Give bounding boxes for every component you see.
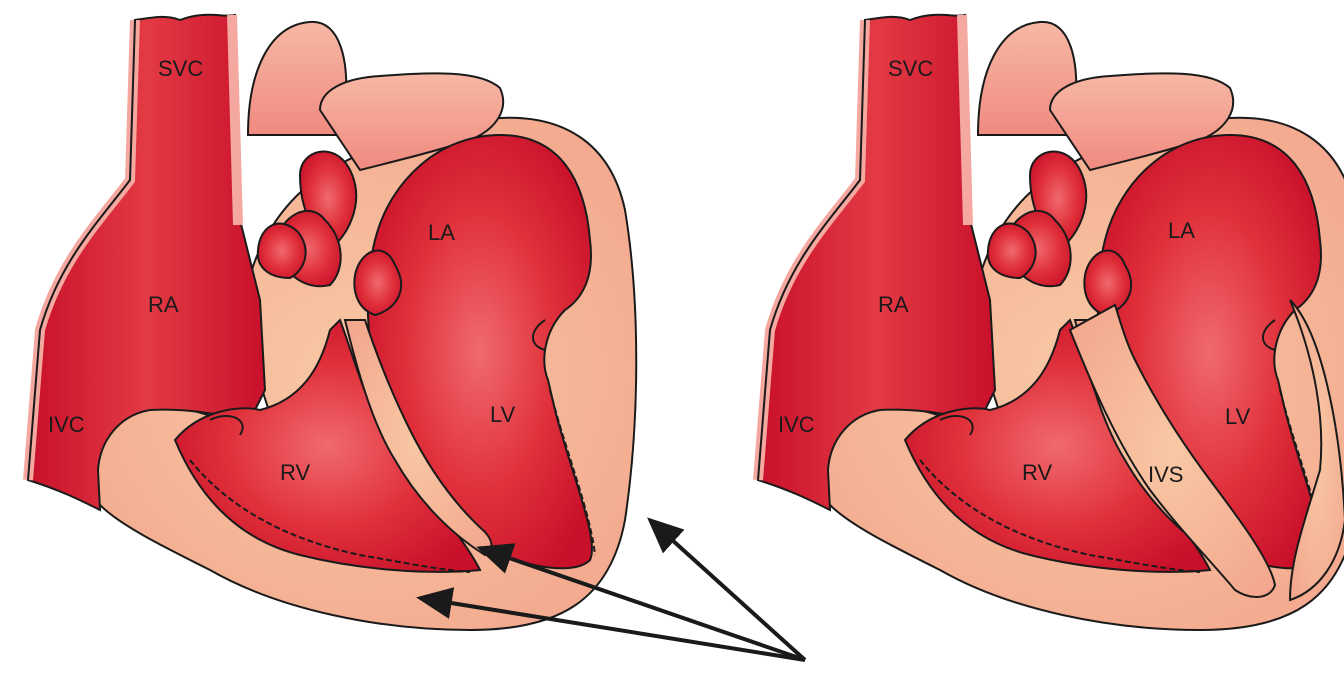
label-ivc: IVC: [48, 412, 85, 437]
label-ivs: IVS: [1148, 462, 1183, 487]
label-rv: RV: [280, 460, 310, 485]
label-ra: RA: [148, 292, 179, 317]
heart-hypertrophic: [758, 15, 1344, 630]
label-svc: SVC: [888, 56, 933, 81]
label-la: LA: [1168, 218, 1195, 243]
label-lv: LV: [490, 402, 516, 427]
label-svc: SVC: [158, 56, 203, 81]
label-ra: RA: [878, 292, 909, 317]
heart-normal: [28, 15, 636, 630]
label-lv: LV: [1225, 404, 1251, 429]
label-ivc: IVC: [778, 412, 815, 437]
label-rv: RV: [1022, 460, 1052, 485]
label-la: LA: [428, 220, 455, 245]
